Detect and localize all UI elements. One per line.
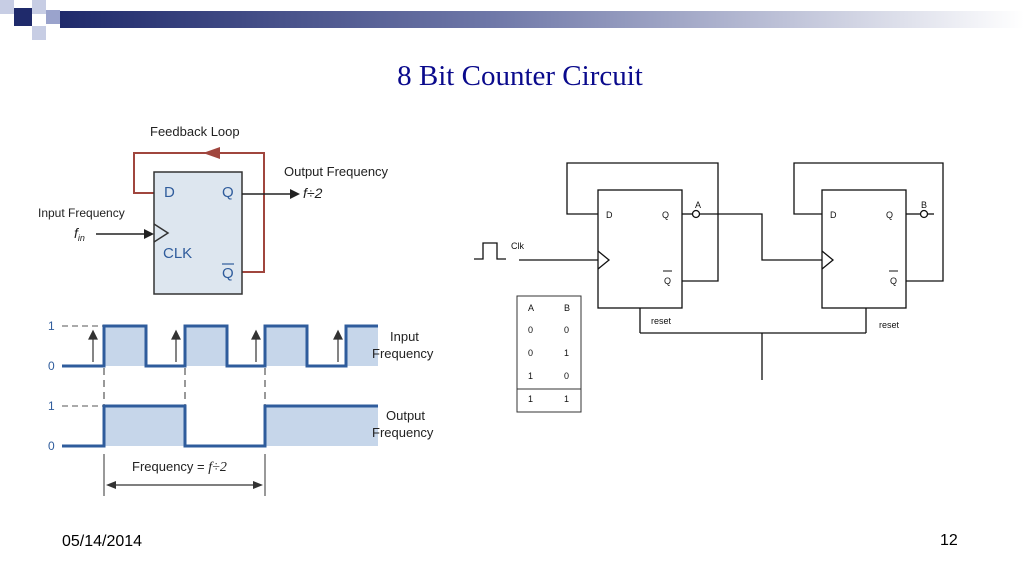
- ff1-reset-label: reset: [651, 316, 672, 326]
- input-waveform: [62, 324, 378, 368]
- pin-clk-label: CLK: [163, 245, 192, 262]
- logo-square-3: [32, 0, 46, 14]
- input-symbol: fin: [74, 225, 85, 243]
- ff2-feedback-wire: [793, 162, 944, 282]
- output-arrow-icon: [290, 189, 300, 199]
- output-level-high: 1: [48, 399, 55, 413]
- flipflop-2-box: [821, 189, 907, 309]
- ff1-d-label: D: [606, 210, 613, 220]
- output-wave-label-2: Frequency: [372, 425, 434, 440]
- feedback-loop-label: Feedback Loop: [150, 124, 240, 139]
- truth-table-cell: 1: [528, 394, 533, 404]
- ff1-clk-triangle: [597, 250, 611, 270]
- feedback-arrow-icon: [203, 147, 220, 159]
- logo-square-2: [14, 8, 32, 26]
- ff2-output-node: [919, 209, 929, 219]
- input-pulse-fill: [265, 326, 307, 366]
- ff2-clk-triangle: [821, 250, 835, 270]
- pin-q-label: Q: [222, 184, 234, 201]
- input-level-low: 0: [48, 359, 55, 373]
- ff2-qbar-label: Q: [890, 276, 897, 286]
- ff1-feedback-wire: [566, 162, 719, 282]
- output-pulse-fill: [265, 406, 378, 446]
- output-wave-label-1: Output: [386, 408, 425, 423]
- output-frequency-label: Output Frequency: [284, 164, 389, 179]
- rising-edge-arrows: [88, 329, 343, 362]
- input-pulse-fill: [346, 326, 378, 366]
- truth-table-header-b: B: [564, 303, 570, 313]
- output-symbol: f÷2: [303, 185, 323, 201]
- clk-triangle: [153, 223, 170, 243]
- input-pulse-fill: [104, 326, 146, 366]
- slide-title: 8 Bit Counter Circuit: [397, 60, 643, 92]
- slide-page-number: 12: [940, 532, 958, 549]
- ff2-d-label: D: [830, 210, 837, 220]
- truth-table-cell: 0: [528, 348, 533, 358]
- period-arrow-right-icon: [253, 481, 263, 489]
- input-arrow-icon: [144, 229, 154, 239]
- ff1-output-a-label: A: [695, 200, 701, 210]
- ff2-output-b-label: B: [921, 200, 927, 210]
- truth-table-cell: 1: [564, 394, 569, 404]
- qbar-feedback-wire: [242, 194, 265, 273]
- output-level-low: 0: [48, 439, 55, 453]
- input-frequency-label: Input Frequency: [38, 206, 125, 220]
- input-wave-label-2: Frequency: [372, 346, 434, 361]
- logo-square-1: [0, 0, 14, 14]
- period-arrow-left-icon: [106, 481, 116, 489]
- flipflop-1-box: [597, 189, 683, 309]
- truth-table-header-a: A: [528, 303, 534, 313]
- ff1-q-label: Q: [662, 210, 669, 220]
- truth-table-cell: 1: [564, 348, 569, 358]
- pin-d-label: D: [164, 184, 175, 201]
- input-level-high: 1: [48, 319, 55, 333]
- truth-table-cell: 1: [528, 371, 533, 381]
- feedback-loop-wire: [133, 152, 265, 194]
- ff1-to-ff2-wire: [700, 213, 822, 261]
- ff2-q-label: Q: [886, 210, 893, 220]
- truth-table-cell: 0: [564, 371, 569, 381]
- input-pulse-fill: [185, 326, 227, 366]
- logo-square-4: [46, 10, 60, 24]
- truth-table: A B 0 0 0 1 1 0 1 1: [516, 295, 582, 413]
- input-wave-label-1: Input: [390, 329, 419, 344]
- edge-guide-lines: [103, 368, 266, 406]
- pin-qbar-label: Q: [222, 265, 234, 282]
- ff1-qbar-label: Q: [664, 276, 671, 286]
- clk-label: Clk: [511, 241, 524, 251]
- logo-square-5: [32, 26, 46, 40]
- clock-pulse-icon: [474, 242, 506, 260]
- output-waveform: [62, 404, 378, 448]
- ff1-output-node: [691, 209, 701, 219]
- truth-table-cell: 0: [528, 325, 533, 335]
- frequency-formula: Frequency = f÷2: [132, 459, 227, 475]
- header-bar: [0, 0, 1024, 40]
- ff2-reset-label: reset: [879, 320, 900, 330]
- output-pulse-fill: [104, 406, 185, 446]
- slide-date: 05/14/2014: [62, 533, 143, 550]
- truth-table-cell: 0: [564, 325, 569, 335]
